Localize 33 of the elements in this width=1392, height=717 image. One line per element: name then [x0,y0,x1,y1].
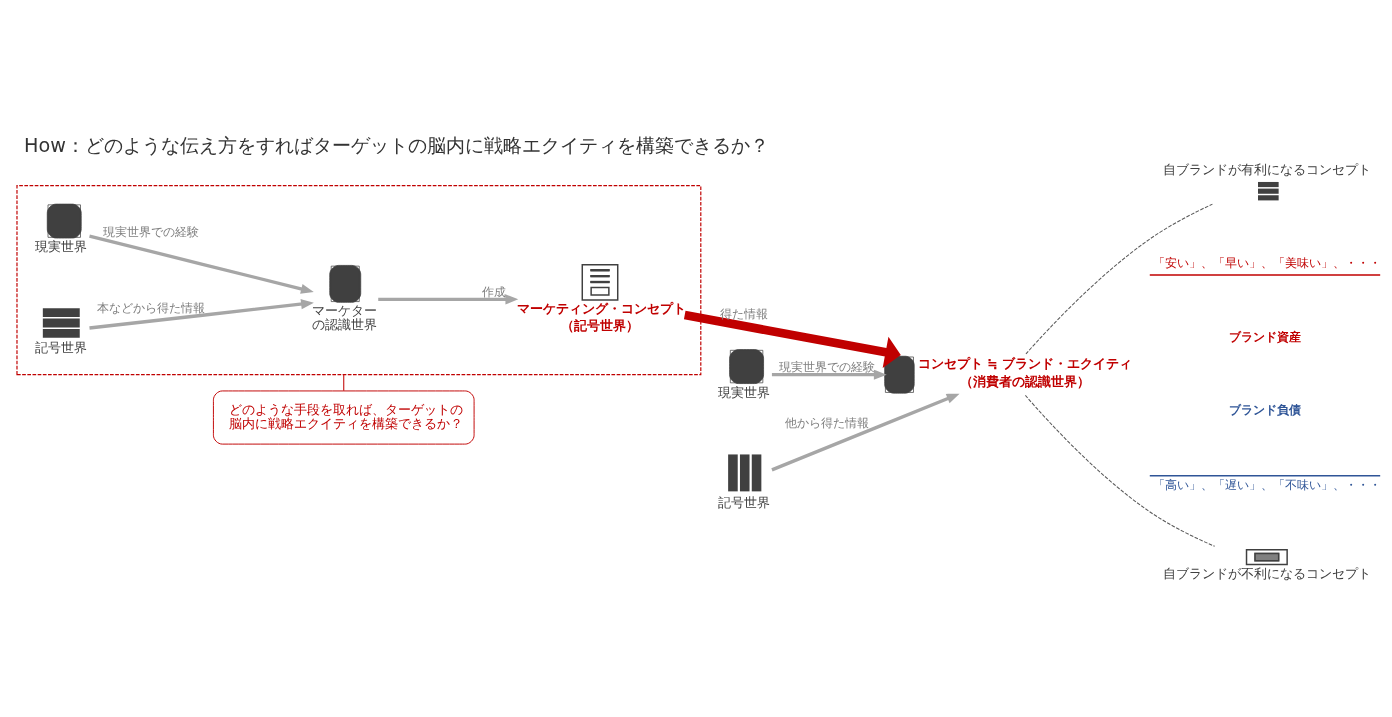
label: 「安い」、「早い」、「美味い」、・・・ [1153,255,1382,270]
arrow [89,298,314,330]
edge-label: 本などから得た情報 [97,300,206,315]
node-label: 記号世界 [35,339,88,355]
label: ブランド負債 [1228,402,1301,417]
node-label: 現実世界 [717,384,770,400]
cluster [16,184,702,375]
edge-label: 現実世界での経験 [779,359,876,374]
diagram-title: How：どのような伝え方をすればターゲットの脳内に戦略エクイティを構築できるか？ [24,133,769,157]
node-label: 記号世界 [717,494,770,510]
node-label: 現実世界 [35,238,88,254]
edge-label: 作成 [482,284,507,299]
edge-label: 現実世界での経験 [103,224,200,239]
node-label: （記号世界） [561,317,640,333]
node-label: 自ブランドが有利になるコンセプト [1163,161,1372,177]
edge-label: 他から得た情報 [785,415,870,430]
node-label: 自ブランドが不利になるコンセプト [1163,565,1372,581]
connector [1025,203,1213,354]
connector [1024,394,1216,547]
label: ブランド資産 [1228,329,1301,344]
arrow [89,233,314,294]
connector [343,373,345,391]
arrow [683,310,901,368]
node-label: マーケティング・コンセプト [516,300,686,316]
arrow [771,369,887,380]
edge-label: 得た情報 [719,306,768,321]
arrow [378,293,519,304]
label: 「高い」、「遅い」、「不味い」、・・・ [1153,477,1382,492]
node-label: コンセプト ≒ ブランド・エクイティ [917,355,1133,371]
node-label: （消費者の認識世界） [959,373,1090,389]
arrow [771,393,960,471]
node-label: マーケターの認識世界 [312,302,377,332]
node-box: どのような手段を取れば、ターゲットの脳内に戦略エクイティを構築できるか？ [212,389,475,445]
